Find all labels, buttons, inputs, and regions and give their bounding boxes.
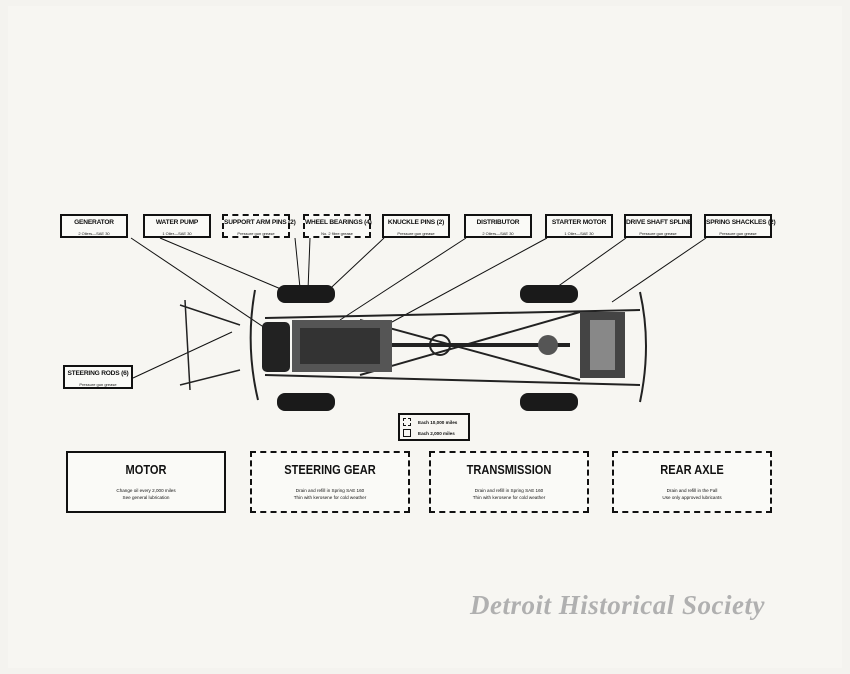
- leader-line: [130, 237, 269, 331]
- solid-swatch: [403, 429, 411, 437]
- legend-row: Each 10,000 miles: [403, 418, 465, 426]
- legend-dashed: Each 10,000 miles: [418, 419, 458, 425]
- label-sub: 1 Oiler—SAE 30: [564, 231, 594, 236]
- leader-line: [391, 237, 548, 323]
- label-box: SUPPORT ARM PINS (2) Pressure gun grease: [222, 214, 296, 238]
- label-title: STEERING RODS (6): [67, 370, 129, 377]
- label-sub: Pressure gun grease: [237, 231, 275, 236]
- box-title: TRANSMISSION: [466, 462, 552, 477]
- box-line: Drain and refill in Spring SAE 160: [295, 488, 365, 493]
- fuel-tank-detail: [590, 320, 615, 370]
- wheel: [277, 285, 335, 303]
- leader-line: [339, 237, 467, 321]
- label-title: GENERATOR: [74, 219, 114, 226]
- leader-line: [294, 237, 301, 289]
- label-sub: Pressure gun grease: [397, 231, 435, 236]
- label-steering-rods: STEERING RODS (6) Pressure gun grease: [63, 365, 133, 389]
- service-box: STEERING GEAR Drain and refill in Spring …: [250, 451, 410, 513]
- rear-differential: [538, 335, 558, 355]
- wheel: [277, 393, 335, 411]
- dashed-swatch: [403, 418, 411, 426]
- legend: Each 10,000 miles Each 2,000 miles: [398, 413, 470, 441]
- chassis-frame: [179, 289, 647, 403]
- label-box: DRIVE SHAFT SPLINE Pressure gun grease: [624, 214, 692, 238]
- label-title: DISTRIBUTOR: [476, 219, 520, 226]
- box-line: See general lubrication: [122, 495, 170, 500]
- label-sub: Pressure gun grease: [639, 231, 677, 236]
- label-box: WHEEL BEARINGS (4) No. 2 fibre grease: [303, 214, 372, 238]
- label-box: SPRING SHACKLES (2) Pressure gun grease: [704, 214, 776, 238]
- engine-block: [300, 328, 380, 364]
- leader-line: [159, 237, 289, 293]
- label-title: KNUCKLE PINS (2): [387, 219, 445, 226]
- label-title: WHEEL BEARINGS (4): [305, 219, 372, 226]
- leader-line: [549, 237, 627, 293]
- box-title: STEERING GEAR: [284, 462, 376, 477]
- label-box: STARTER MOTOR 1 Oiler—SAE 30: [545, 214, 613, 238]
- box-title: MOTOR: [125, 462, 167, 477]
- label-sub: 2 Oilers—SAE 30: [78, 231, 110, 236]
- box-line: Drain and refill in the Fall: [666, 488, 718, 493]
- label-box: DISTRIBUTOR 2 Oilers—SAE 30: [464, 214, 532, 238]
- label-title: SPRING SHACKLES (2): [706, 219, 776, 226]
- box-line: Drain and refill in Spring SAE 160: [474, 488, 544, 493]
- label-sub: Pressure gun grease: [79, 382, 117, 387]
- label-title: SUPPORT ARM PINS (2): [224, 219, 296, 226]
- steering-wheel: [429, 334, 451, 356]
- wheels: [277, 285, 578, 411]
- label-title: DRIVE SHAFT SPLINE: [626, 219, 693, 226]
- leader-lines: [130, 237, 707, 379]
- label-title: STARTER MOTOR: [551, 219, 607, 226]
- box-line: Use only approved lubricants: [662, 495, 722, 500]
- legend-row: Each 2,000 miles: [403, 429, 465, 437]
- leader-line: [307, 237, 311, 291]
- leader-line: [132, 331, 233, 379]
- watermark: Detroit Historical Society: [470, 590, 765, 620]
- box-title: REAR AXLE: [660, 462, 724, 477]
- service-box: TRANSMISSION Drain and refill in Spring S…: [429, 451, 589, 513]
- box-line: Change oil every 2,000 miles: [116, 488, 176, 493]
- label-box: GENERATOR 2 Oilers—SAE 30: [60, 214, 128, 238]
- box-line: Thin with kerosene for cold weather: [293, 495, 367, 500]
- leader-line: [611, 237, 707, 303]
- wheel: [520, 393, 578, 411]
- label-sub: 2 Oilers—SAE 30: [482, 231, 514, 236]
- label-sub: 1 Oiler—SAE 30: [162, 231, 192, 236]
- label-box: WATER PUMP 1 Oiler—SAE 30: [143, 214, 211, 238]
- legend-solid: Each 2,000 miles: [418, 430, 455, 436]
- wheel: [520, 285, 578, 303]
- radiator: [262, 322, 290, 372]
- label-box: KNUCKLE PINS (2) Pressure gun grease: [382, 214, 450, 238]
- label-sub: Pressure gun grease: [719, 231, 757, 236]
- label-sub: No. 2 fibre grease: [321, 231, 353, 236]
- drivetrain: [262, 312, 625, 378]
- label-title: WATER PUMP: [155, 219, 199, 226]
- box-line: Thin with kerosene for cold weather: [472, 495, 546, 500]
